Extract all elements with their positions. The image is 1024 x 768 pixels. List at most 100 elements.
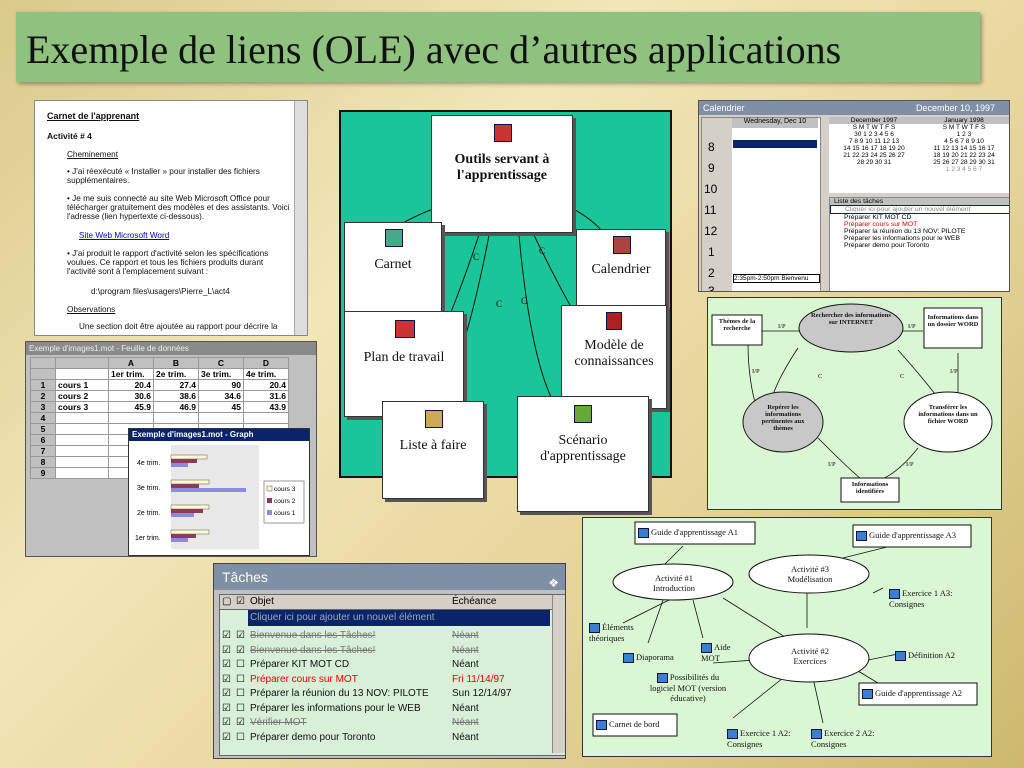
guide-a1[interactable]: Guide d'apprentissage A1 (638, 527, 738, 539)
task-checkbox[interactable]: ☑ (236, 630, 245, 641)
guide-a3[interactable]: Guide d'apprentissage A3 (856, 530, 956, 542)
activity-2[interactable]: Activité #2 Exercices (790, 646, 829, 666)
col-header-objet[interactable]: Objet (250, 596, 274, 607)
definition-a2[interactable]: Définition A2 (895, 650, 955, 662)
graph-window[interactable]: Exemple d'images1.mot - Graph 4e trim. 3… (128, 428, 310, 556)
table-cell[interactable]: cours 1 (55, 379, 109, 391)
slideshow-icon (623, 653, 634, 664)
table-cell[interactable]: 46.9 (153, 401, 199, 413)
task-checkbox[interactable]: ☐ (236, 688, 245, 699)
table-cell[interactable]: 27.4 (153, 379, 199, 391)
selected-slot[interactable] (733, 140, 817, 148)
node-transferer[interactable]: Transférer les informations dans un fich… (918, 404, 978, 425)
node-infos-dossier[interactable]: Informations dans un dossier WORD (927, 314, 979, 328)
task-subject: Bienvenue dans les Tâches! (250, 644, 376, 656)
appointment[interactable]: 2:35pm-2:50pm Bienvenu (733, 274, 820, 283)
node-rechercher[interactable]: Rechercher des informations sur INTERNET (811, 312, 891, 326)
table-cell[interactable]: 90 (198, 379, 244, 391)
spreadsheet-panel[interactable]: Exemple d'images1.mot - Feuille de donné… (25, 341, 317, 557)
graph-caption: Exemple d'images1.mot - Graph (129, 429, 309, 441)
link-label-c: C (539, 246, 545, 256)
tasks-add-field[interactable]: Cliquer ici pour ajouter un nouvel éléme… (830, 205, 1009, 214)
table-row[interactable]: ☑☑Bienvenue dans les Tâches!Néant (222, 644, 555, 658)
col-header-a[interactable]: A (108, 357, 154, 369)
table-cell[interactable]: cours 3 (55, 401, 109, 413)
tasks-table[interactable]: ▢ ☑ Objet Échéance Cliquer ici pour ajou… (219, 594, 565, 756)
doc-section-cheminement: Cheminement (67, 150, 118, 159)
table-row[interactable]: ☑☑Bienvenue dans les Tâches!Néant (222, 629, 555, 643)
tasks-add-input[interactable]: Cliquer ici pour ajouter un nouvel éléme… (248, 610, 550, 626)
diaporama[interactable]: Diaporama (623, 652, 674, 664)
task-checkbox[interactable]: ☐ (236, 673, 245, 685)
tool-carnet[interactable]: Carnet (344, 222, 442, 316)
possibilites-logiciel[interactable]: Possibilités du logiciel MOT (version éd… (649, 672, 727, 704)
task-checkbox[interactable]: ☐ (236, 731, 245, 743)
legend-item: cours 2 (274, 498, 296, 505)
model-icon (606, 312, 622, 330)
task-checkbox[interactable]: ☑ (236, 717, 245, 728)
table-cell[interactable]: 1er trim. (108, 368, 154, 380)
doc-scrollbar[interactable] (294, 101, 307, 335)
calendar-panel[interactable]: Calendrier December 10, 1997 Wednesday, … (698, 100, 1010, 292)
table-cell[interactable]: 45 (198, 401, 244, 413)
table-cell[interactable]: 2e trim. (153, 368, 199, 380)
word-document-panel[interactable]: Carnet de l'apprenant Activité # 4 Chemi… (34, 100, 308, 336)
list-item[interactable]: Préparer cours sur MOT (844, 221, 918, 228)
table-cell[interactable]: cours 2 (55, 390, 109, 402)
col-header-d[interactable]: D (243, 357, 289, 369)
list-item[interactable]: Préparer les informations pour le WEB (844, 235, 960, 242)
table-cell[interactable]: 31.6 (243, 390, 289, 402)
doc-hyperlink[interactable]: Site Web Microsoft Word (79, 231, 170, 240)
table-cell[interactable]: 20.4 (108, 379, 154, 391)
col-header-c[interactable]: C (198, 357, 244, 369)
task-icon: ☑ (222, 731, 231, 743)
node-themes[interactable]: Thèmes de la recherche (718, 318, 756, 332)
task-subject: Préparer les informations pour le WEB (250, 702, 421, 714)
tool-calendrier[interactable]: Calendrier (576, 229, 666, 319)
table-cell[interactable]: 45.9 (108, 401, 154, 413)
table-cell[interactable]: 3e trim. (198, 368, 244, 380)
table-cell[interactable]: 34.6 (198, 390, 244, 402)
task-checkbox[interactable]: ☐ (236, 659, 245, 670)
list-item[interactable]: Préparer KIT MOT CD (844, 214, 912, 221)
guide-a2[interactable]: Guide d'apprentissage A2 (862, 688, 962, 700)
tool-liste-a-faire[interactable]: Liste à faire (382, 401, 484, 499)
exercise-1-a2[interactable]: Exercice 1 A2: Consignes (727, 728, 791, 750)
table-cell[interactable]: 43.9 (243, 401, 289, 413)
tasks-scrollbar[interactable] (552, 595, 565, 753)
table-cell[interactable]: 38.6 (153, 390, 199, 402)
calendar-task-list[interactable]: Liste des tâches Cliquer ici pour ajoute… (829, 197, 1009, 291)
elements-theoriques[interactable]: Éléments théoriques (589, 622, 634, 644)
tool-plan-de-travail[interactable]: Plan de travail (344, 311, 464, 417)
col-header-b[interactable]: B (153, 357, 199, 369)
col-header-echeance[interactable]: Échéance (452, 596, 497, 607)
activity-3[interactable]: Activité #3 Modélisation (787, 564, 833, 584)
table-cell[interactable]: 20.4 (243, 379, 289, 391)
list-item[interactable]: Préparer demo pour Toronto (844, 242, 930, 249)
table-cell[interactable]: 30.6 (108, 390, 154, 402)
tools-center-node[interactable]: Outils servant à l'apprentissage (431, 115, 573, 233)
tool-scenario-apprentissage[interactable]: Scénario d'apprentissage (517, 396, 649, 512)
tasks-window-icon[interactable]: ❖ (548, 576, 559, 590)
node-identifiees[interactable]: Informations identifiées (851, 481, 889, 495)
carnet-de-bord[interactable]: Carnet de bord (596, 719, 660, 731)
node-reperer[interactable]: Repérer les informations pertinentes aux… (761, 404, 805, 432)
tool-modele-connaissances[interactable]: Modèle de connaissances (561, 305, 667, 409)
exercise-2-a2[interactable]: Exercice 2 A2: Consignes (811, 728, 875, 750)
exercise-1-a3[interactable]: Exercice 1 A3: Consignes (889, 588, 953, 610)
table-cell[interactable]: 4e trim. (243, 368, 289, 380)
list-item[interactable]: Préparer la réunion du 13 NOV: PILOTE (844, 228, 966, 235)
day-view[interactable]: Wednesday, Dec 10 8 9 10 11 12 1 2 3 2:3… (701, 117, 821, 291)
aide-mot[interactable]: Aide MOT (701, 642, 731, 664)
task-checkbox[interactable]: ☐ (236, 702, 245, 714)
task-checkbox[interactable]: ☑ (236, 644, 245, 656)
activity-1[interactable]: Activité #1 Introduction (652, 573, 696, 593)
tasks-panel[interactable]: Tâches❖ ▢ ☑ Objet Échéance Cliquer ici p… (213, 563, 566, 759)
